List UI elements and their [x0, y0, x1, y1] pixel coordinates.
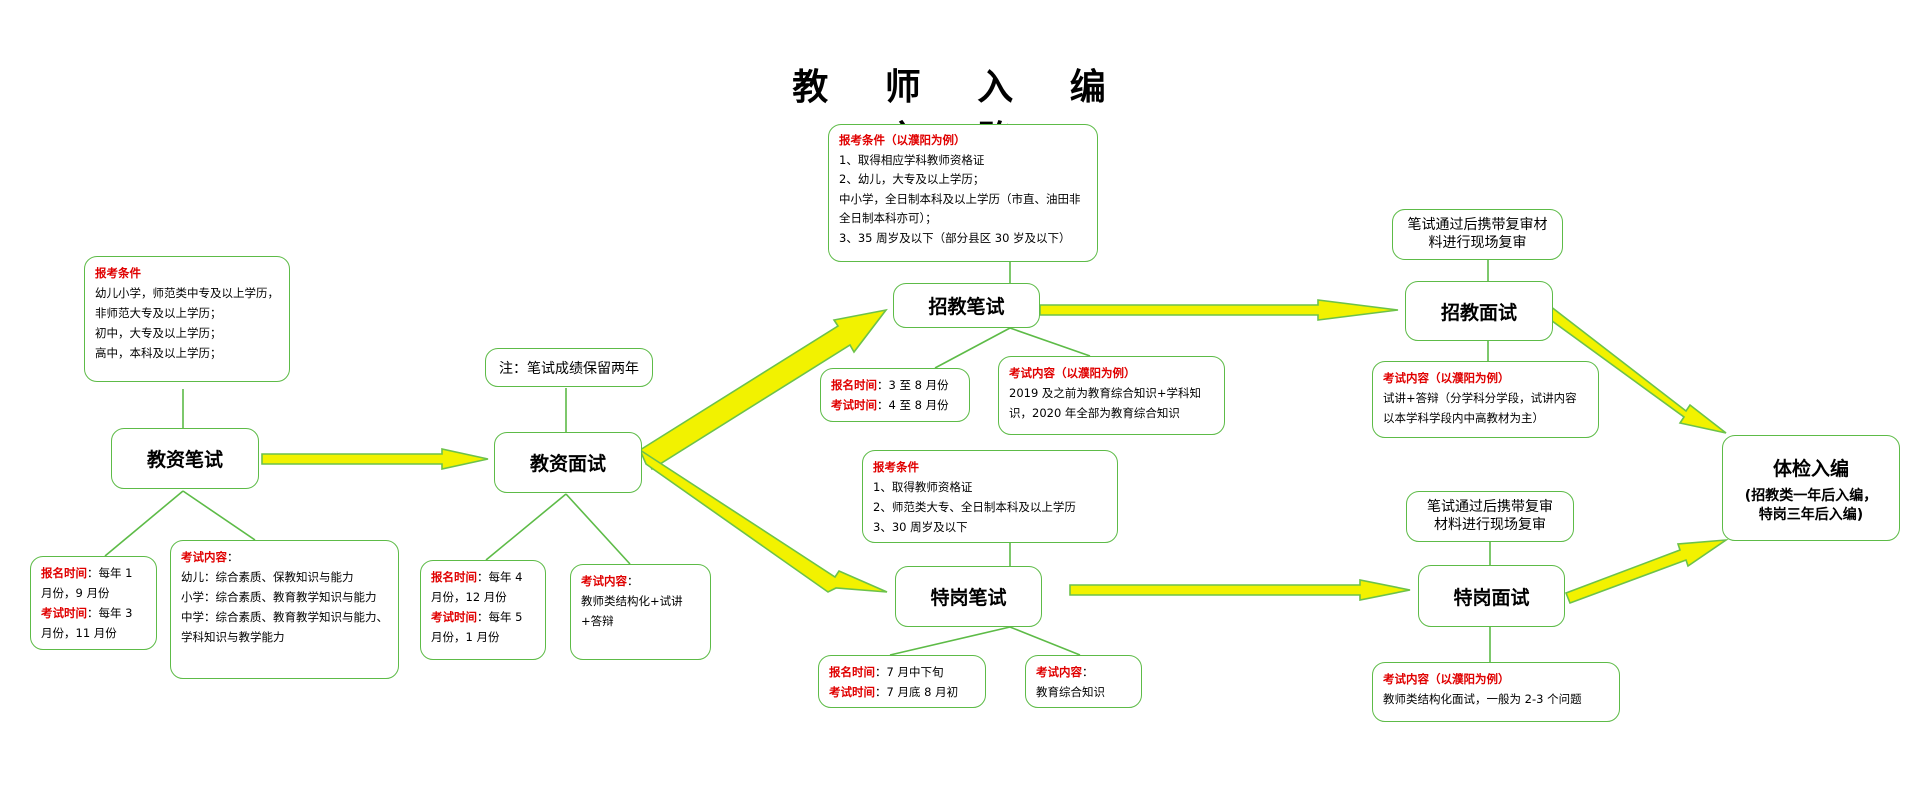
connector-line — [485, 493, 567, 561]
tegang-review: 笔试通过后携带复审材料进行现场复审 — [1406, 491, 1574, 542]
connector-line — [182, 490, 256, 541]
signup-label: 报名时间 — [431, 570, 477, 584]
review-text: 笔试通过后携带复审材料进行现场复审 — [1407, 217, 1548, 251]
condition-line: 高中，本科及以上学历； — [95, 346, 222, 360]
note-text: 注：笔试成绩保留两年 — [499, 360, 639, 377]
exam-label: 考试时间 — [831, 398, 877, 412]
tegang-content: 考试内容： 教育综合知识 — [1025, 655, 1142, 708]
signup-value: 3 至 8 月份 — [888, 378, 949, 392]
section-label: 报考条件 — [873, 460, 919, 474]
section-label: 考试内容（以濮阳为例） — [1009, 366, 1136, 380]
content-text: 教师类结构化面试，一般为 2-3 个问题 — [1383, 692, 1582, 706]
signup-value: 每年 1 月份，9 月份 — [41, 566, 133, 600]
zhaojiao-mianshi-content: 考试内容（以濮阳为例） 试讲+答辩（分学科分学段，试讲内容以本学科学段内中高教材… — [1372, 361, 1599, 438]
content-line: 中学：综合素质、教育教学知识与能力、学科知识与教学能力 — [181, 610, 388, 644]
exam-label: 考试时间 — [41, 606, 87, 620]
arrow — [1547, 304, 1727, 434]
zhaojiao-time: 报名时间：3 至 8 月份 考试时间：4 至 8 月份 — [820, 368, 970, 422]
signup-value: 每年 4 月份，12 月份 — [431, 570, 523, 604]
condition-line: 3、30 周岁及以下 — [873, 520, 968, 534]
node-label: 特岗面试 — [1453, 586, 1530, 609]
condition-line: 中小学，全日制本科及以上学历（市直、油田非全日制本科亦可）； — [839, 191, 1081, 226]
node-label: 教资面试 — [529, 453, 606, 475]
connector-line — [104, 490, 184, 557]
jiaozi-bishi-time: 报名时间：每年 1 月份，9 月份 考试时间：每年 3 月份，11 月份 — [30, 556, 157, 650]
condition-line: 3、35 周岁及以下（部分县区 30 岁及以下） — [839, 230, 1071, 245]
section-label: 报考条件（以濮阳为例） — [839, 133, 966, 147]
jiaozi-mianshi-note: 注：笔试成绩保留两年 — [485, 348, 653, 387]
arrow — [1069, 579, 1411, 601]
node-tegang-bishi: 特岗笔试 — [895, 566, 1042, 627]
signup-value: 7 月中下旬 — [886, 665, 944, 679]
section-label: 报考条件 — [95, 266, 141, 280]
exam-value: 7 月底 8 月初 — [886, 685, 959, 699]
section-label: 考试内容（以濮阳为例） — [1383, 672, 1510, 686]
connector-line — [565, 493, 631, 565]
jiaozi-mianshi-content: 考试内容： 教师类结构化+试讲+答辩 — [570, 564, 711, 660]
jiaozi-bishi-content: 考试内容： 幼儿：综合素质、保教知识与能力 小学：综合素质、教育教学知识与能力 … — [170, 540, 399, 679]
arrow — [638, 308, 888, 471]
condition-line: 1、取得相应学科教师资格证 — [839, 152, 985, 167]
node-label: 教资笔试 — [146, 449, 223, 471]
node-zhaojiao-bishi: 招教笔试 — [893, 283, 1040, 328]
content-text: 试讲+答辩（分学科分学段，试讲内容以本学科学段内中高教材为主） — [1383, 391, 1577, 425]
arrow — [1039, 299, 1399, 321]
condition-line: 1、取得教师资格证 — [873, 480, 973, 494]
signup-label: 报名时间 — [831, 378, 877, 392]
content-line: 幼儿：综合素质、保教知识与能力 — [181, 570, 354, 584]
jiaozi-bishi-conditions: 报考条件 幼儿小学，师范类中专及以上学历，非师范大专及以上学历； 初中，大专及以… — [84, 256, 290, 382]
section-label: 考试内容（以濮阳为例） — [1383, 371, 1510, 385]
content-text: 2019 及之前为教育综合知识+学科知识，2020 年全部为教育综合知识 — [1009, 386, 1202, 420]
node-label: 招教笔试 — [928, 296, 1005, 318]
content-line: 小学：综合素质、教育教学知识与能力 — [181, 590, 377, 604]
exam-label: 考试时间 — [829, 685, 875, 699]
node-label: 体检入编 — [1772, 458, 1849, 480]
node-tijian: 体检入编 (招教类一年后入编，特岗三年后入编) — [1722, 435, 1900, 541]
connector-line — [889, 626, 1011, 656]
condition-line: 初中，大专及以上学历； — [95, 326, 222, 340]
exam-value: 每年 3 月份，11 月份 — [41, 606, 133, 640]
node-label: 招教面试 — [1440, 301, 1517, 324]
content-text: 教师类结构化+试讲+答辩 — [581, 594, 683, 628]
condition-line: 幼儿小学，师范类中专及以上学历，非师范大专及以上学历； — [95, 286, 279, 320]
jiaozi-mianshi-time: 报名时间：每年 4 月份，12 月份 考试时间：每年 5 月份，1 月份 — [420, 560, 546, 660]
review-text: 笔试通过后携带复审材料进行现场复审 — [1427, 499, 1553, 533]
node-sublabel: (招教类一年后入编，特岗三年后入编) — [1744, 488, 1878, 523]
signup-label: 报名时间 — [829, 665, 875, 679]
content-text: 教育综合知识 — [1036, 685, 1105, 699]
zhaojiao-review: 笔试通过后携带复审材料进行现场复审 — [1392, 209, 1563, 260]
node-tegang-mianshi: 特岗面试 — [1418, 565, 1565, 627]
arrow — [638, 447, 888, 593]
arrow — [261, 448, 489, 470]
tegang-mianshi-content: 考试内容（以濮阳为例） 教师类结构化面试，一般为 2-3 个问题 — [1372, 662, 1620, 722]
connector-line — [934, 327, 1011, 369]
zhaojiao-conditions: 报考条件（以濮阳为例） 1、取得相应学科教师资格证 2、幼儿，大专及以上学历； … — [828, 124, 1098, 262]
condition-line: 2、师范类大专、全日制本科及以上学历 — [873, 500, 1076, 514]
section-label: 考试内容 — [181, 550, 227, 564]
signup-label: 报名时间 — [41, 566, 87, 580]
node-jiaozi-mianshi: 教资面试 — [494, 432, 642, 493]
connector-line — [1009, 626, 1081, 656]
node-zhaojiao-mianshi: 招教面试 — [1405, 281, 1553, 341]
tegang-conditions: 报考条件 1、取得教师资格证 2、师范类大专、全日制本科及以上学历 3、30 周… — [862, 450, 1118, 543]
node-jiaozi-bishi: 教资笔试 — [111, 428, 259, 489]
arrow — [1564, 538, 1729, 605]
section-label: 考试内容 — [1036, 665, 1082, 679]
zhaojiao-content: 考试内容（以濮阳为例） 2019 及之前为教育综合知识+学科知识，2020 年全… — [998, 356, 1225, 435]
condition-line: 2、幼儿，大专及以上学历； — [839, 172, 985, 186]
section-label: 考试内容 — [581, 574, 627, 588]
exam-label: 考试时间 — [431, 610, 477, 624]
connector-line — [1009, 327, 1091, 357]
exam-value: 每年 5 月份，1 月份 — [431, 610, 523, 644]
tegang-time: 报名时间：7 月中下旬 考试时间：7 月底 8 月初 — [818, 655, 986, 708]
node-label: 特岗笔试 — [930, 587, 1007, 609]
exam-value: 4 至 8 月份 — [888, 398, 949, 412]
